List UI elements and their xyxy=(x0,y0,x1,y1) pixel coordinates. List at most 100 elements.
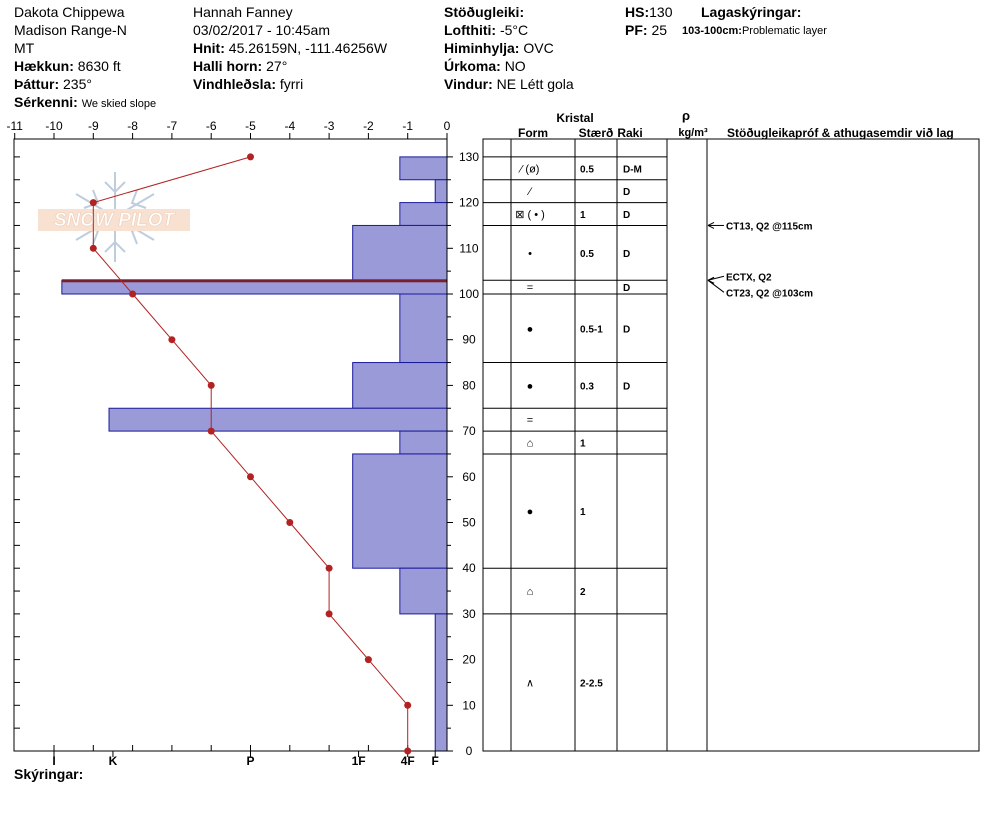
wind-label: Vindur: xyxy=(444,76,493,92)
temp-tick-label: -6 xyxy=(206,119,217,133)
depth-tick-label: 20 xyxy=(462,653,476,667)
kristal-header: Kristal xyxy=(556,111,593,125)
layer-table: Kristal Form Stærð Raki ρ kg/m³ Stöðugle… xyxy=(482,108,980,752)
size-header: Stærð xyxy=(579,126,614,140)
features-value: We skied slope xyxy=(81,98,157,110)
notes-label: Skýringar: xyxy=(14,766,84,782)
layer-size: 2 xyxy=(580,587,586,598)
layer-form: • xyxy=(528,248,532,260)
test-arrow-icon xyxy=(707,276,715,284)
depth-tick-label: 110 xyxy=(459,241,478,255)
sky-value: OVC xyxy=(523,40,554,56)
test-arrow-icon xyxy=(707,222,715,229)
hs-value: 130 xyxy=(649,4,673,20)
temp-point xyxy=(89,199,97,207)
slope-label: Halli horn: xyxy=(193,58,263,74)
layer-notes-range: 103-100cm: xyxy=(682,25,742,37)
observation-datetime: 03/02/2017 - 10:45am xyxy=(193,22,330,38)
layer-size: 1 xyxy=(580,210,586,221)
coords-label: Hnit: xyxy=(193,40,225,56)
sky-label: Himinhylja: xyxy=(444,40,520,56)
temp-point xyxy=(207,427,215,435)
observer-name: Hannah Fanney xyxy=(193,4,293,20)
elevation-label: Hækkun: xyxy=(14,58,74,74)
coords-row: Hnit: 45.26159N, -111.46256W xyxy=(193,39,387,57)
air-temp-row: Lofthiti: -5°C xyxy=(444,21,574,39)
state-name: MT xyxy=(14,40,35,56)
depth-tick-label: 30 xyxy=(462,607,476,621)
temp-tick-label: -9 xyxy=(88,119,99,133)
slope-row: Halli horn: 27° xyxy=(193,57,387,75)
logo-banner xyxy=(38,209,190,231)
layer-form: ● xyxy=(527,380,534,392)
temp-point xyxy=(364,656,372,664)
temp-point xyxy=(247,153,254,161)
test-pointer xyxy=(707,279,725,293)
layer-form: ⊠ ( • ) xyxy=(515,209,545,221)
hardness-bars xyxy=(61,156,448,752)
aspect-row: Þáttur: 235° xyxy=(14,75,156,93)
temp-tick-label: -5 xyxy=(245,119,256,133)
precip-label: Úrkoma: xyxy=(444,58,501,74)
hardness-bar xyxy=(399,293,448,364)
temp-point xyxy=(404,701,412,709)
hardness-tick-label: F xyxy=(432,754,439,768)
hardness-bar xyxy=(399,202,448,226)
wind-value: NE Létt gola xyxy=(496,76,574,92)
depth-tick-label: 40 xyxy=(462,561,476,575)
test-label: ECTX, Q2 xyxy=(726,272,772,283)
moisture-header: Raki xyxy=(617,126,642,140)
temp-tick-label: -3 xyxy=(324,119,335,133)
layer-size: 1 xyxy=(580,439,586,450)
pf-row: PF: 25 xyxy=(625,21,672,39)
layer-notes-text: Problematic layer xyxy=(741,25,827,37)
logo-text: SNOW PILOT xyxy=(54,210,176,231)
depth-tick-label: 10 xyxy=(462,698,476,712)
temp-point xyxy=(168,336,176,344)
layer-size: 0.5-1 xyxy=(580,324,603,335)
hardness-bar xyxy=(399,567,448,615)
layer-moisture: D xyxy=(623,324,630,335)
wind-loading-row: Vindhleðsla: fyrri xyxy=(193,75,387,93)
temp-point xyxy=(325,610,333,618)
header-col2: Hannah Fanney 03/02/2017 - 10:45am Hnit:… xyxy=(193,3,387,93)
hardness-bar xyxy=(399,430,448,455)
hardness-bar xyxy=(61,279,448,295)
temp-point xyxy=(247,473,254,481)
range-name: Madison Range-N xyxy=(14,22,127,38)
coords-value: 45.26159N, -111.46256W xyxy=(228,40,388,56)
test-label: CT23, Q2 @103cm xyxy=(726,288,813,299)
temp-point xyxy=(325,564,333,572)
form-header: Form xyxy=(518,126,548,140)
temp-line xyxy=(92,156,409,751)
layer-form: ∧ xyxy=(526,677,534,689)
notes-footer: Skýringar: xyxy=(14,765,83,783)
depth-tick-label: 100 xyxy=(459,287,479,301)
temp-point xyxy=(129,290,137,298)
rho-header: ρ xyxy=(682,108,690,123)
hardness-tick-label: K xyxy=(109,754,118,768)
depth-tick-label: 60 xyxy=(462,470,476,484)
layer-notes-entry: 103-100cm:Problematic layer xyxy=(682,22,827,40)
layer-size: 1 xyxy=(580,507,586,518)
layer-form: ● xyxy=(527,506,534,518)
hardness-tick-label: P xyxy=(246,754,254,768)
test-pointer xyxy=(707,275,725,281)
depth-tick-label: 70 xyxy=(462,424,476,438)
density-unit-header: kg/m³ xyxy=(678,127,708,139)
hardness-bar xyxy=(108,407,448,432)
stability-label: Stöðugleiki: xyxy=(444,4,525,20)
layer-form: ⌂ xyxy=(527,586,534,598)
temp-tick-label: -4 xyxy=(284,119,295,133)
layer-form: ⌂ xyxy=(527,438,534,450)
temp-tick-label: -2 xyxy=(363,119,374,133)
hardness-bar xyxy=(434,613,448,752)
pf-value: 25 xyxy=(651,22,668,38)
temp-point xyxy=(404,747,412,755)
temp-tick-label: -10 xyxy=(45,119,63,133)
temp-tick-label: -1 xyxy=(402,119,413,133)
hs-label: HS: xyxy=(625,4,650,20)
hardness-bar xyxy=(434,179,448,204)
layer-size: 0.5 xyxy=(580,249,594,260)
